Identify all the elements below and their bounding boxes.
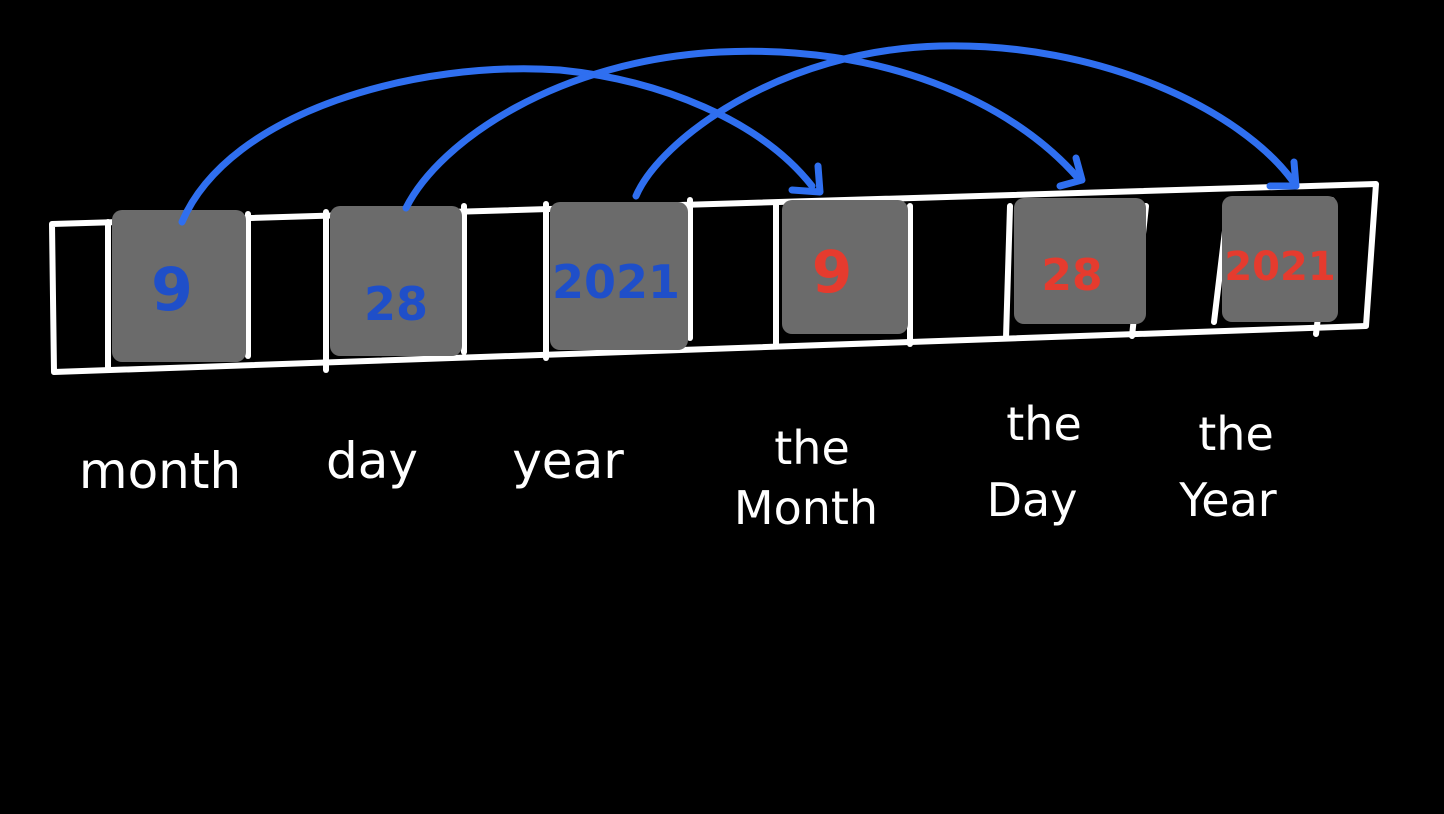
label-the-year-line2: Year — [1178, 473, 1276, 527]
cell-day-fill — [330, 206, 462, 356]
cell-year-fill — [550, 202, 688, 350]
cell-month-fill — [112, 210, 246, 362]
value-day: 28 — [364, 277, 428, 331]
label-the-month-line2: Month — [734, 481, 878, 535]
memory-cells — [112, 196, 1338, 362]
cell-the-day-fill — [1014, 198, 1146, 324]
value-the-day: 28 — [1041, 250, 1102, 301]
label-the-month-line1: the — [774, 421, 850, 475]
cell-labels: month day year the Month the Day the Yea… — [79, 397, 1277, 535]
label-the-year-line1: the — [1198, 407, 1274, 461]
label-the-day-line1: the — [1006, 397, 1082, 451]
divider — [1003, 203, 1013, 341]
arrow-day-to-the-day — [402, 47, 1082, 212]
arrow-year-to-the-year — [632, 42, 1296, 200]
copy-arrows — [178, 42, 1300, 226]
value-the-month: 9 — [812, 238, 852, 306]
label-the-day-line2: Day — [987, 473, 1078, 527]
cell-the-year-fill — [1222, 196, 1338, 322]
label-month: month — [79, 442, 241, 500]
arrow-head — [1266, 158, 1300, 190]
cell-the-month-fill — [782, 200, 908, 334]
memory-slot-dividers — [105, 197, 1335, 373]
value-month: 9 — [151, 255, 193, 325]
arrow-month-to-the-month — [178, 65, 816, 226]
arrow-head — [1056, 154, 1086, 190]
memory-strip-outline — [49, 181, 1379, 375]
value-the-year: 2021 — [1224, 244, 1335, 290]
label-day: day — [326, 432, 418, 490]
label-year: year — [512, 432, 624, 490]
cell-values: 9 28 2021 9 28 2021 — [151, 238, 1336, 331]
value-year: 2021 — [552, 255, 680, 309]
arrow-head — [788, 162, 824, 196]
